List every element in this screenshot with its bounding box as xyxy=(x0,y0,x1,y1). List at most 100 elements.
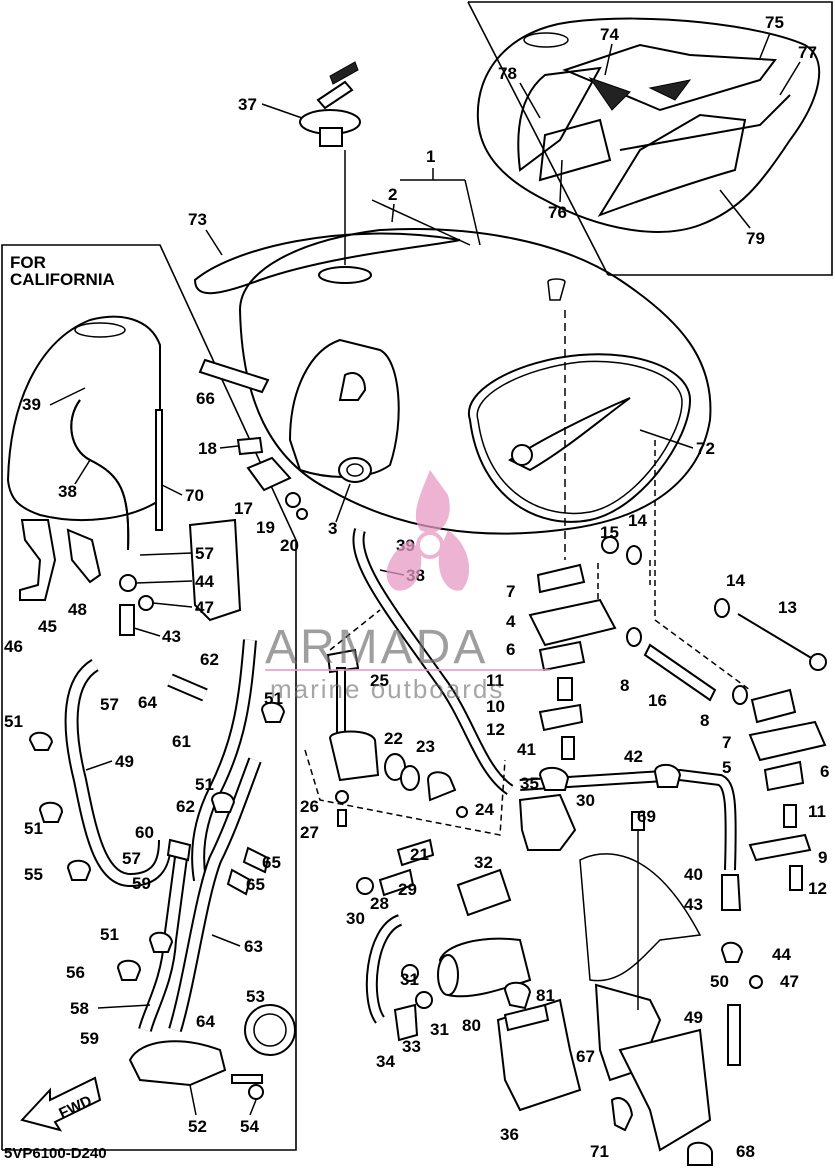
callout-43-ca: 43 xyxy=(162,627,181,646)
callout-15: 15 xyxy=(600,523,619,542)
callout-63: 63 xyxy=(244,937,263,956)
callout-24: 24 xyxy=(475,800,494,819)
callout-51b: 51 xyxy=(4,712,23,731)
callout-30a: 30 xyxy=(576,791,595,810)
diagram-code: 5VP6100-D240 xyxy=(4,1145,107,1162)
callout-51c: 51 xyxy=(195,775,214,794)
callout-44: 44 xyxy=(772,945,791,964)
callout-1: 1 xyxy=(426,147,435,166)
callout-57a: 57 xyxy=(195,544,214,563)
callout-7a: 7 xyxy=(506,582,515,601)
callout-78: 78 xyxy=(498,64,517,83)
callout-80: 80 xyxy=(462,1016,481,1035)
california-label-line2: CALIFORNIA xyxy=(10,270,115,289)
callout-5: 5 xyxy=(722,758,731,777)
callout-32: 32 xyxy=(474,853,493,872)
callout-74: 74 xyxy=(600,25,619,44)
callout-11b: 11 xyxy=(808,802,826,821)
callout-43: 43 xyxy=(684,895,703,914)
emblem-detail-inset: 75 74 77 78 76 79 xyxy=(467,1,833,276)
callout-25: 25 xyxy=(370,671,389,690)
callout-26: 26 xyxy=(300,797,319,816)
callout-79: 79 xyxy=(746,229,765,248)
callout-6a: 6 xyxy=(506,640,515,659)
callout-17: 17 xyxy=(234,499,253,518)
callout-4: 4 xyxy=(506,612,516,631)
callout-42: 42 xyxy=(624,747,643,766)
callout-65a: 65 xyxy=(262,853,281,872)
callout-14a: 14 xyxy=(628,511,647,530)
callout-31b: 31 xyxy=(430,1020,449,1039)
callout-21: 21 xyxy=(410,845,429,864)
callout-30b: 30 xyxy=(346,909,365,928)
callout-50: 50 xyxy=(710,972,729,991)
callout-3: 3 xyxy=(328,519,337,538)
callout-45: 45 xyxy=(38,617,57,636)
callout-14b: 14 xyxy=(726,571,745,590)
callout-76: 76 xyxy=(548,203,567,222)
callout-67: 67 xyxy=(576,1047,595,1066)
callout-59a: 59 xyxy=(132,874,151,893)
callout-53: 53 xyxy=(246,987,265,1006)
callout-70: 70 xyxy=(185,486,204,505)
callout-69: 69 xyxy=(637,807,656,826)
callout-51a: 51 xyxy=(264,689,283,708)
callout-33: 33 xyxy=(402,1037,421,1056)
callout-29: 29 xyxy=(398,880,417,899)
fwd-arrow-icon: FWD xyxy=(20,1076,102,1132)
callout-51d: 51 xyxy=(24,819,43,838)
callout-12b: 12 xyxy=(808,879,827,898)
callout-75: 75 xyxy=(765,13,784,32)
callout-58: 58 xyxy=(70,999,89,1018)
callout-55: 55 xyxy=(24,865,43,884)
callout-64a: 64 xyxy=(138,693,157,712)
callout-44-ca: 44 xyxy=(195,572,214,591)
california-panel: FOR CALIFORNIA xyxy=(1,244,297,1151)
callout-73: 73 xyxy=(188,210,207,229)
callout-72: 72 xyxy=(696,439,715,458)
armada-watermark: ARMADA marine outboards xyxy=(265,470,550,704)
main-fuel-tank xyxy=(193,61,712,560)
callout-16: 16 xyxy=(648,691,667,710)
callout-6b: 6 xyxy=(820,762,829,781)
callout-41: 41 xyxy=(517,740,536,759)
tank-mounts xyxy=(528,440,827,891)
callout-51e: 51 xyxy=(100,925,119,944)
callout-77: 77 xyxy=(798,43,817,62)
propeller-logo-icon xyxy=(386,470,470,591)
callout-18: 18 xyxy=(198,439,217,458)
callout-2: 2 xyxy=(388,185,397,204)
callout-36: 36 xyxy=(500,1125,519,1144)
callout-19: 19 xyxy=(256,518,275,537)
fuel-cock-and-pump xyxy=(304,528,763,1166)
california-label-line1: FOR xyxy=(10,253,46,272)
callout-49-ca: 49 xyxy=(115,752,134,771)
callout-27: 27 xyxy=(300,823,319,842)
callout-38-ca: 38 xyxy=(58,482,77,501)
callout-81: 81 xyxy=(536,986,555,1005)
callout-57b: 57 xyxy=(100,695,119,714)
callout-40: 40 xyxy=(684,865,703,884)
callout-54: 54 xyxy=(240,1117,259,1136)
callout-22: 22 xyxy=(384,729,403,748)
callout-65b: 65 xyxy=(246,875,265,894)
callout-49: 49 xyxy=(684,1008,703,1027)
watermark-brand: ARMADA xyxy=(265,621,488,674)
fwd-label: FWD xyxy=(56,1092,94,1122)
callout-47-ca: 47 xyxy=(195,598,214,617)
callout-57c: 57 xyxy=(122,849,141,868)
callout-10: 10 xyxy=(486,697,505,716)
callout-28: 28 xyxy=(370,894,389,913)
callout-20: 20 xyxy=(280,536,299,555)
callout-61: 61 xyxy=(172,732,191,751)
callout-59b: 59 xyxy=(80,1029,99,1048)
callout-23: 23 xyxy=(416,737,435,756)
callout-47: 47 xyxy=(780,972,799,991)
callout-13: 13 xyxy=(778,598,797,617)
callout-37: 37 xyxy=(238,95,257,114)
callout-31a: 31 xyxy=(400,970,419,989)
callout-71: 71 xyxy=(590,1142,609,1161)
callout-68: 68 xyxy=(736,1142,755,1161)
callout-52: 52 xyxy=(188,1117,207,1136)
